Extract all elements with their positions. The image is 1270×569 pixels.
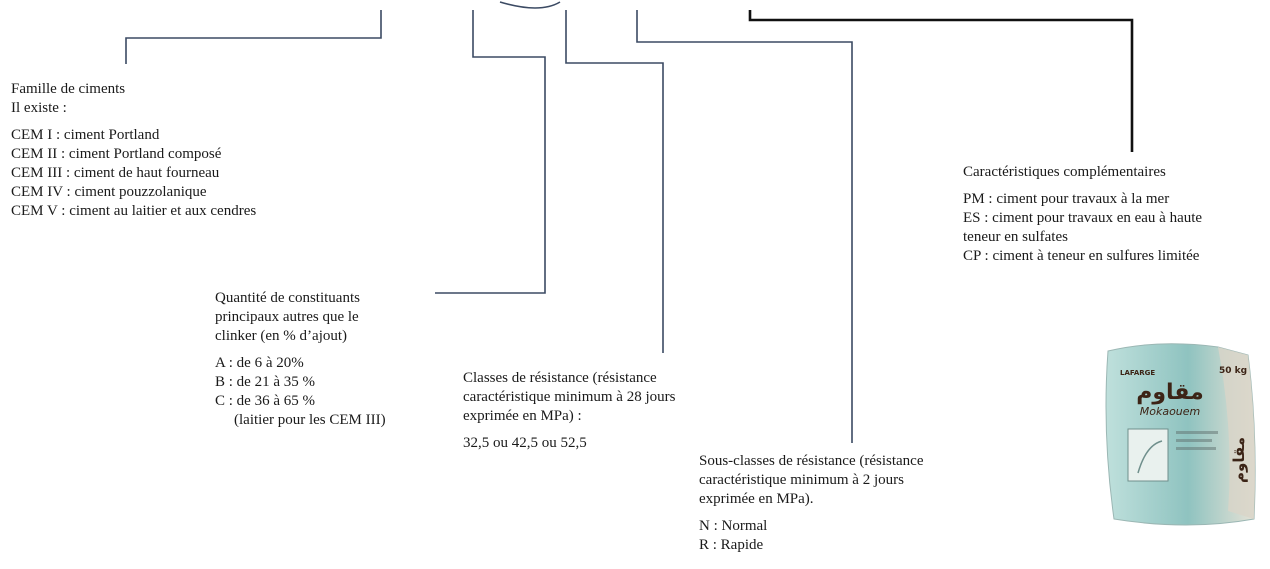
sous-classes-item: R : Rapide <box>699 537 764 553</box>
famille-item: CEM II : ciment Portland composé <box>11 146 222 162</box>
famille-item: CEM V : ciment au laitier et aux cendres <box>11 203 257 219</box>
quantite-note: (laitier pour les CEM III) <box>234 412 386 428</box>
complementaires-block: Caractéristiques complémentaires PM : ci… <box>963 163 1202 266</box>
bag-brand: LAFARGE <box>1120 369 1155 377</box>
sous-classes-title-line: caractéristique minimum à 2 jours <box>699 472 904 488</box>
sous-classes-title-line: Sous-classes de résistance (résistance <box>699 453 924 469</box>
famille-item: CEM I : ciment Portland <box>11 127 160 143</box>
complementaires-title: Caractéristiques complémentaires <box>963 164 1166 180</box>
quantite-block: Quantité de constituants principaux autr… <box>215 289 386 430</box>
cement-bag-image: LAFARGE مقاوم Mokaouem 50 kg مقاوم <box>1105 343 1256 526</box>
sous-classes-item: N : Normal <box>699 518 768 534</box>
connector-classes <box>565 10 664 353</box>
svg-text:مقاوم: مقاوم <box>1230 437 1248 483</box>
quantite-item: A : de 6 à 20% <box>215 355 304 371</box>
connector-quantite <box>435 10 546 294</box>
classes-title-line: exprimée en MPa) : <box>463 408 582 424</box>
complementaires-item: teneur en sulfates <box>963 229 1068 245</box>
classes-values: 32,5 ou 42,5 ou 52,5 <box>463 435 587 451</box>
quantite-item: B : de 21 à 35 % <box>215 374 315 390</box>
sous-classes-title-line: exprimée en MPa). <box>699 491 814 507</box>
famille-item: CEM III : ciment de haut fourneau <box>11 165 220 181</box>
classes-title-line: caractéristique minimum à 28 jours <box>463 389 676 405</box>
sous-classes-block: Sous-classes de résistance (résistance c… <box>699 452 924 555</box>
complementaires-item: CP : ciment à teneur en sulfures limitée <box>963 248 1200 264</box>
top-arc-fragment <box>499 1 561 9</box>
famille-title: Famille de ciments <box>11 81 126 97</box>
famille-block: Famille de ciments Il existe : CEM I : c… <box>11 80 256 221</box>
bag-latin-name: Mokaouem <box>1140 405 1201 418</box>
classes-block: Classes de résistance (résistance caract… <box>463 369 675 453</box>
classes-title-line: Classes de résistance (résistance <box>463 370 657 386</box>
connector-famille <box>125 10 382 64</box>
quantite-title-line: principaux autres que le <box>215 309 359 325</box>
quantite-title-line: Quantité de constituants <box>215 290 360 306</box>
quantite-item: C : de 36 à 65 % <box>215 393 315 409</box>
complementaires-item: ES : ciment pour travaux en eau à haute <box>963 210 1203 226</box>
famille-subtitle: Il existe : <box>11 100 67 116</box>
quantite-title-line: clinker (en % d’ajout) <box>215 328 348 344</box>
connector-sous-classes <box>636 10 853 443</box>
bag-arabic-name: مقاوم <box>1136 380 1204 405</box>
connector-complementaires <box>748 10 1134 152</box>
famille-item: CEM IV : ciment pouzzolanique <box>11 184 207 200</box>
complementaires-item: PM : ciment pour travaux à la mer <box>963 191 1170 207</box>
bag-weight: 50 kg <box>1219 366 1247 376</box>
